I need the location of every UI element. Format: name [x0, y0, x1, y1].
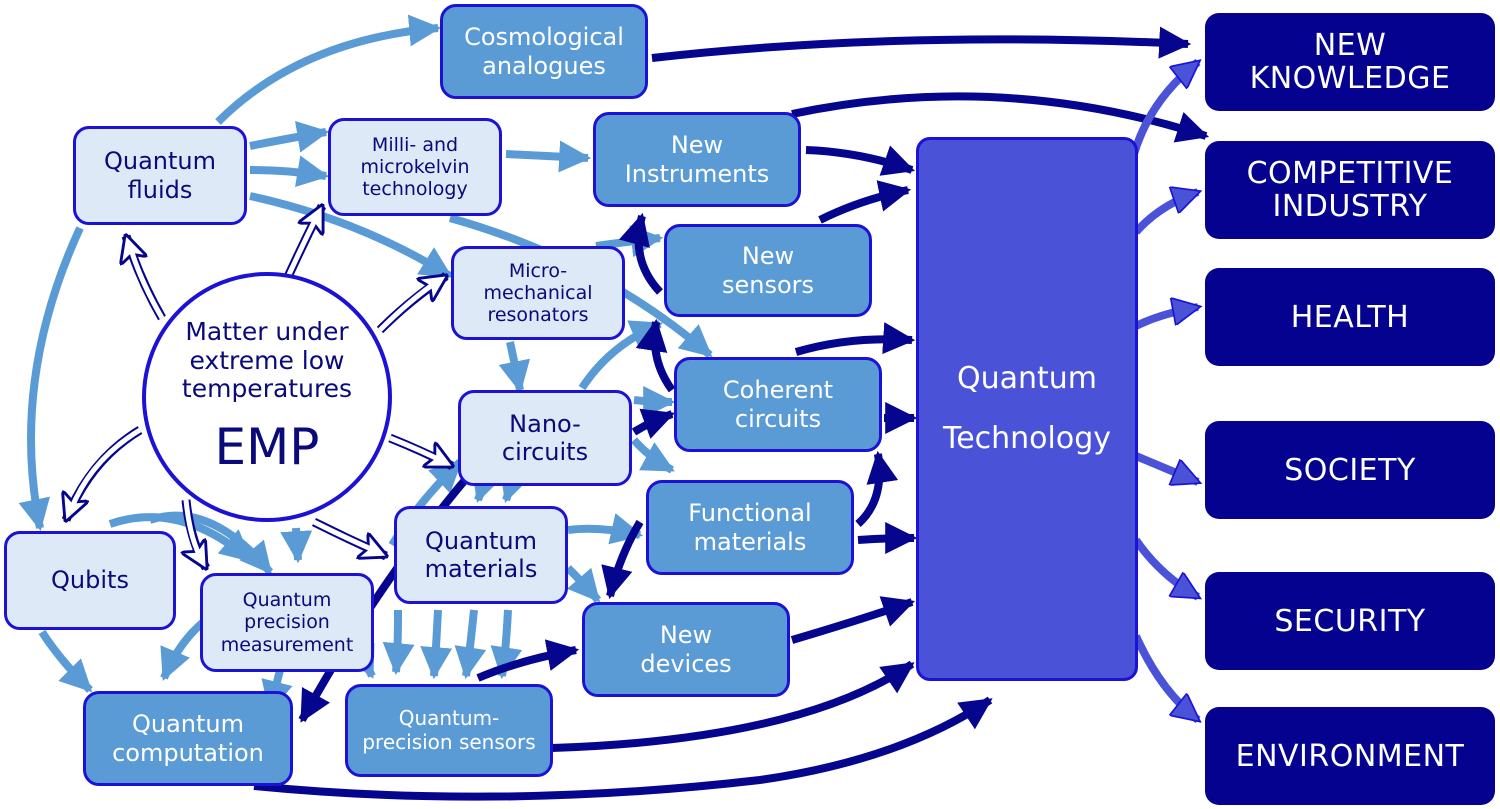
- outcome-security: SECURITY: [1205, 572, 1495, 670]
- arrow-micromech-down: [498, 341, 531, 394]
- arrow-fluids-to-cosmological: [215, 14, 442, 125]
- arrow-sensors-to-qt: [818, 180, 912, 224]
- arrow-millikelvin-to-instruments: [505, 140, 592, 173]
- node-quantum-materials: Quantum materials: [394, 506, 568, 604]
- node-coherent-circuits: Coherent circuits: [674, 357, 882, 452]
- node-new-devices: New devices: [582, 602, 790, 697]
- outcome-label: ENVIRONMENT: [1235, 738, 1465, 774]
- node-micromechanical-resonators: Micro- mechanical resonators: [451, 246, 625, 340]
- node-label: Quantum computation: [112, 710, 264, 767]
- arrow-devices-to-qt: [790, 596, 916, 644]
- node-quantum-precision-sensors: Quantum- precision sensors: [345, 684, 553, 777]
- arrow-qt-to-society: [1134, 452, 1198, 482]
- node-label: Quantum- precision sensors: [362, 706, 536, 754]
- arrow-qt-to-health: [1134, 307, 1198, 330]
- arrow-qmat-to-qps-3: [454, 609, 487, 680]
- arrow-qubits-to-qpm: [108, 513, 253, 564]
- arrow-qps-to-qt: [551, 660, 915, 752]
- arrow-qpm-stub: [280, 527, 313, 564]
- light-arrows: [18, 14, 713, 714]
- arrow-instruments-to-qt: [805, 145, 916, 176]
- arrow-qt-to-industry: [1133, 192, 1198, 235]
- arrow-qps-to-devices: [476, 639, 580, 682]
- arrow-sensors-to-instruments: [618, 212, 663, 295]
- node-label: Quantum materials: [424, 526, 538, 583]
- arrow-nano-to-coherent-dark: [631, 408, 676, 439]
- node-new-instruments: New Instruments: [593, 112, 801, 207]
- emp-description: Matter under extreme low temperatures: [181, 316, 353, 404]
- outcome-environment: ENVIRONMENT: [1205, 707, 1495, 805]
- node-label: Nano- circuits: [501, 409, 589, 466]
- arrow-qmat-to-qps-1: [382, 609, 415, 676]
- arrow-qmat-to-devices: [565, 565, 602, 603]
- node-label: Qubits: [51, 566, 129, 595]
- node-quantum-fluids: Quantum fluids: [73, 126, 247, 225]
- arrow-nano-to-functional: [631, 437, 675, 474]
- arrow-fluids-to-micromechanical: [249, 192, 453, 280]
- emp-label: EMP: [214, 418, 320, 477]
- node-new-sensors: New sensors: [664, 224, 872, 317]
- arrow-functional-to-devices: [601, 519, 644, 600]
- outcome-society: SOCIETY: [1205, 421, 1495, 519]
- arrow-qubits-to-computation: [38, 629, 93, 693]
- arrow-nano-to-coherent: [633, 385, 676, 418]
- arrow-micromech-to-sensors: [595, 225, 664, 258]
- node-label: Micro- mechanical resonators: [483, 259, 593, 327]
- outcome-label: SOCIETY: [1284, 452, 1416, 488]
- node-label: Quantum precision measurement: [220, 589, 354, 656]
- node-quantum-precision-measurement: Quantum precision measurement: [200, 573, 374, 672]
- output-arrows: [1130, 58, 1198, 724]
- node-label: New devices: [640, 621, 732, 678]
- node-label: New Instruments: [624, 131, 770, 188]
- arrow-qt-to-knowledge: [1130, 58, 1198, 156]
- arrow-qt-to-security: [1132, 537, 1198, 601]
- node-cosmological-analogues: Cosmological analogues: [440, 4, 648, 99]
- outcome-label: HEALTH: [1290, 299, 1410, 335]
- outcome-health: HEALTH: [1205, 268, 1495, 366]
- hollow-arrow-to-qubits: [66, 426, 143, 520]
- node-label: New sensors: [721, 242, 815, 299]
- outcome-competitive-industry: COMPETITIVE INDUSTRY: [1205, 141, 1495, 239]
- quantum-technology-hub: Quantum Technology: [916, 137, 1138, 681]
- node-qubits: Qubits: [4, 531, 176, 630]
- node-label: Functional materials: [688, 499, 812, 556]
- arrow-fluids-to-qubits: [18, 226, 84, 532]
- outcome-new-knowledge: NEW KNOWLEDGE: [1205, 13, 1495, 111]
- arrow-qmat-to-qps-2: [420, 609, 453, 680]
- arrow-coherent-to-sensors: [635, 318, 676, 393]
- arrow-nano-to-computation: [298, 471, 474, 723]
- outcome-label: NEW KNOWLEDGE: [1249, 28, 1451, 96]
- emp-center-circle: Matter under extreme low temperatures EM…: [142, 272, 392, 522]
- arrow-functional-to-qt: [857, 522, 918, 555]
- arrow-fluids-to-millikelvin-2: [249, 155, 330, 188]
- arrow-coherent-to-qt: [794, 322, 916, 356]
- arrow-computation-to-qt: [253, 696, 993, 801]
- node-label: Milli- and microkelvin technology: [360, 133, 470, 201]
- arrow-qt-to-environment: [1132, 634, 1198, 724]
- node-functional-materials: Functional materials: [646, 480, 854, 575]
- node-quantum-computation: Quantum computation: [83, 691, 293, 786]
- hub-label: Quantum Technology: [942, 361, 1112, 456]
- arrow-fluids-to-millikelvin: [249, 120, 330, 153]
- hollow-arrows-inner: [67, 212, 446, 562]
- node-label: Cosmological analogues: [464, 23, 624, 80]
- dark-arrows: [253, 26, 1210, 801]
- node-milli-microkelvin: Milli- and microkelvin technology: [328, 118, 502, 216]
- node-label: Quantum fluids: [103, 147, 217, 204]
- arrow-functional-to-coherent: [855, 450, 899, 527]
- node-nanocircuits: Nano- circuits: [458, 390, 632, 486]
- outcome-label: SECURITY: [1274, 603, 1426, 639]
- node-label: Coherent circuits: [722, 376, 834, 433]
- arrow-cosmological-to-knowledge: [651, 26, 1192, 62]
- outcome-label: COMPETITIVE INDUSTRY: [1246, 156, 1454, 224]
